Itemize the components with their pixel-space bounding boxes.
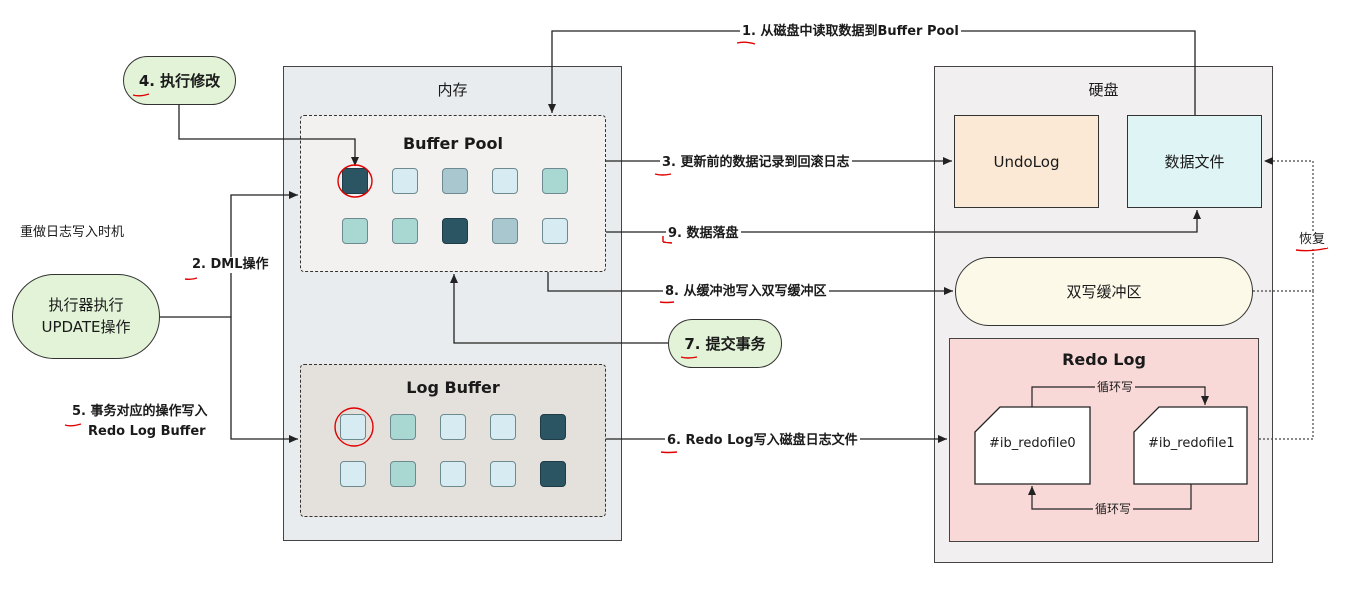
step2-label: 2. DML操作 [190, 257, 271, 273]
step5-label-line2: Redo Log Buffer [86, 424, 208, 440]
log-page [440, 461, 466, 487]
red-annotations [64, 41, 1329, 454]
arrow-step1 [548, 30, 1196, 115]
underline-step6 [660, 451, 678, 454]
step4-node[interactable]: 4. 执行修改 [123, 56, 236, 105]
arrow-step7 [450, 274, 668, 344]
buffer-page [442, 168, 468, 194]
side-note: 重做日志写入时机 [20, 225, 125, 240]
doublewrite-buffer-node[interactable]: 双写缓冲区 [955, 257, 1253, 326]
log-buffer[interactable]: Log Buffer [300, 364, 606, 517]
log-buffer-title: Log Buffer [406, 378, 500, 397]
data-file-node[interactable]: 数据文件 [1127, 115, 1262, 208]
underline-step3 [654, 173, 672, 176]
underline-step5 [64, 423, 82, 427]
recover-label: 恢复 [1297, 232, 1328, 248]
log-page [540, 461, 566, 487]
buffer-page [492, 168, 518, 194]
arrow-recover-redo [1259, 291, 1314, 440]
cycle-top-label: 循环写 [1095, 380, 1136, 394]
step9-label: 9. 数据落盘 [666, 226, 741, 242]
underline-step4 [132, 93, 150, 97]
executor-node[interactable]: 执行器执行 UPDATE操作 [12, 274, 160, 359]
log-page [340, 414, 366, 440]
buffer-page [542, 218, 568, 244]
buffer-page [342, 168, 368, 194]
doublewrite-label: 双写缓冲区 [1066, 283, 1142, 301]
disk-title: 硬盘 [1088, 81, 1119, 99]
redo-log-title: Redo Log [1062, 350, 1146, 369]
arrow-step9 [606, 210, 1201, 233]
arrow-step4 [178, 105, 359, 166]
executor-line2: UPDATE操作 [41, 317, 131, 336]
step7-node[interactable]: 7. 提交事务 [668, 319, 782, 368]
arrow-step5 [230, 317, 298, 443]
step8-label: 8. 从缓冲池写入双写缓冲区 [663, 284, 829, 300]
underline-step2 [184, 277, 198, 281]
executor-line1: 执行器执行 [48, 295, 124, 314]
step6-label: 6. Redo Log写入磁盘日志文件 [665, 433, 860, 449]
underline-step8 [659, 301, 675, 304]
memory-title: 内存 [437, 81, 468, 99]
log-page [490, 414, 516, 440]
step4-label: 4. 执行修改 [138, 72, 221, 90]
cycle-bottom-label: 循环写 [1093, 502, 1134, 516]
data-file-label: 数据文件 [1164, 153, 1225, 171]
step1-label: 1. 从磁盘中读取数据到Buffer Pool [740, 24, 961, 40]
buffer-page [392, 168, 418, 194]
redofile0-label: #ib_redofile0 [989, 436, 1076, 451]
underline-step1 [736, 41, 756, 45]
buffer-page [392, 218, 418, 244]
arrow-step2 [160, 191, 298, 318]
log-page [490, 461, 516, 487]
log-page [390, 414, 416, 440]
underline-recover [1295, 247, 1329, 252]
buffer-page [492, 218, 518, 244]
buffer-page [542, 168, 568, 194]
underline-step9 [662, 236, 673, 244]
log-page [440, 414, 466, 440]
buffer-pool-title: Buffer Pool [402, 134, 504, 153]
log-page [340, 461, 366, 487]
step3-label: 3. 更新前的数据记录到回滚日志 [660, 155, 852, 171]
redofile1-label: #ib_redofile1 [1148, 436, 1235, 451]
log-page [390, 461, 416, 487]
log-page [540, 414, 566, 440]
redofile0-shape [974, 406, 1091, 485]
step7-label: 7. 提交事务 [684, 335, 766, 353]
annotation-circle-log [334, 407, 374, 447]
undo-log-node[interactable]: UndoLog [954, 115, 1099, 208]
arrow-recover-doublewrite [1253, 157, 1314, 292]
underline-step7 [680, 356, 698, 359]
step5-label-line1: 5. 事务对应的操作写入 [70, 404, 210, 420]
buffer-page [442, 218, 468, 244]
buffer-page [342, 218, 368, 244]
annotation-circle-buffer [337, 164, 373, 198]
undo-log-label: UndoLog [993, 152, 1060, 171]
